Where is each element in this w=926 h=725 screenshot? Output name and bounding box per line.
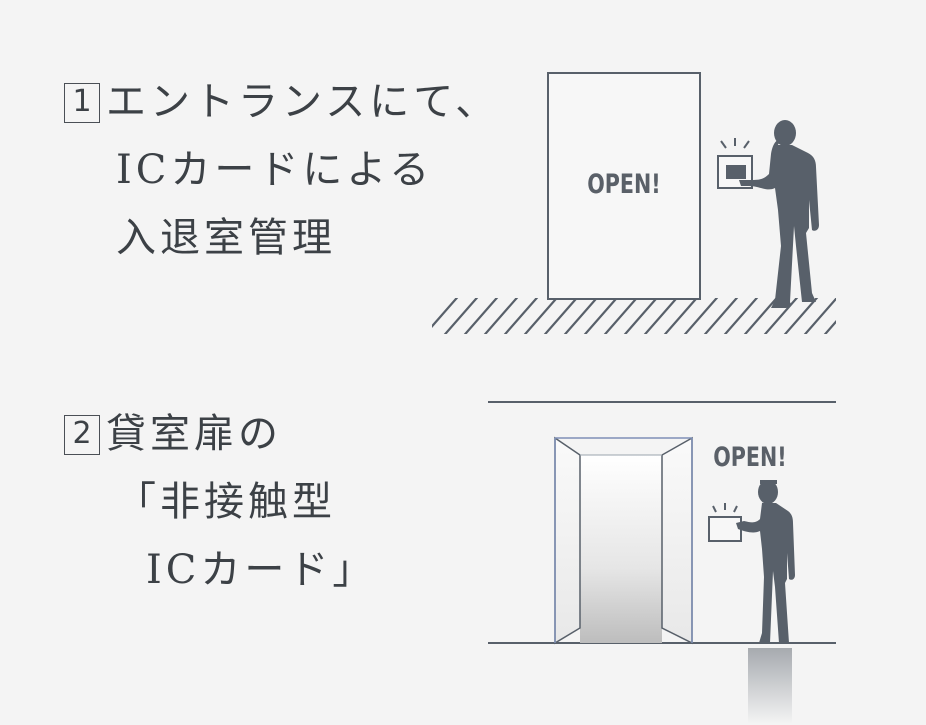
section1-number-badge: 1 [64,83,100,123]
section2-number-badge: 2 [64,415,100,455]
section2-open-label: OPEN! [713,441,786,472]
section2-line2: 「非接触型 [116,479,336,525]
entrance-door-icon: OPEN! [547,72,701,300]
card-reader-icon [708,503,742,542]
person-silhouette-icon [739,120,819,308]
person-shadow [748,648,792,724]
section2-line3: ICカード」 [146,547,377,593]
section1-line2: ICカードによる [116,147,434,193]
door-icon [554,436,693,645]
section1-open-label: OPEN! [587,168,660,199]
section1-line3: 入退室管理 [116,215,336,261]
person-silhouette-icon [736,480,795,643]
